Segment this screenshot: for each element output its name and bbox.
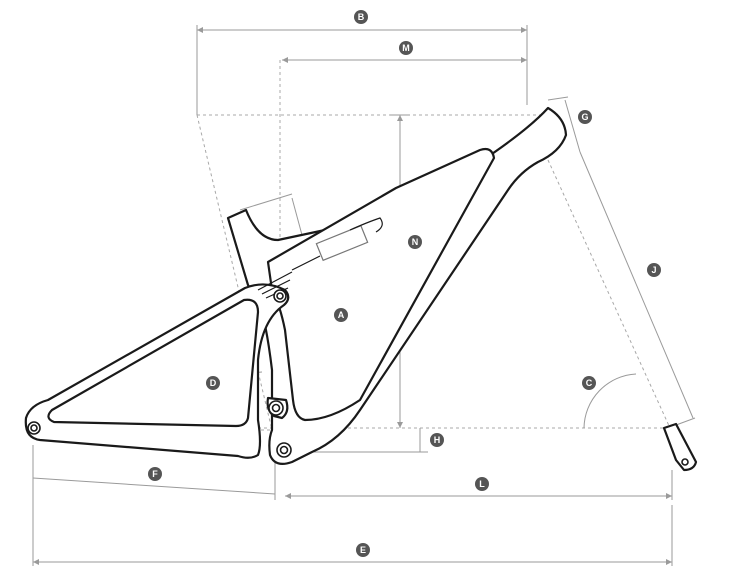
badge-label: C: [586, 378, 593, 388]
rear-shock: [315, 224, 369, 262]
fork-stub: [662, 422, 698, 472]
badge-E: E: [356, 543, 370, 557]
badge-label: J: [651, 265, 656, 275]
badge-L: L: [475, 477, 489, 491]
badge-H: H: [430, 433, 444, 447]
badge-label: D: [210, 378, 217, 388]
badge-label: B: [358, 12, 365, 22]
badge-label: M: [402, 43, 410, 53]
head-angle-arc: [583, 373, 637, 429]
badge-F: F: [148, 467, 162, 481]
rear-swingarm-window: [47, 298, 260, 428]
bike-frame: [24, 106, 698, 472]
badge-label: E: [360, 545, 366, 555]
badge-J: J: [647, 263, 661, 277]
badge-label: L: [479, 479, 485, 489]
badge-label: G: [581, 112, 588, 122]
badge-label: F: [152, 469, 158, 479]
badge-M: M: [399, 41, 413, 55]
front-triangle-window: [266, 147, 496, 422]
badge-label: H: [434, 435, 441, 445]
arrowheads: [33, 27, 672, 565]
badge-C: C: [582, 376, 596, 390]
badge-D: D: [206, 376, 220, 390]
badge-B: B: [354, 10, 368, 24]
badge-label: N: [412, 237, 419, 247]
badge-label: A: [338, 310, 345, 320]
shock-mount: [257, 271, 293, 291]
badge-G: G: [578, 110, 592, 124]
fork-axle-hole: [681, 458, 689, 466]
badge-A: A: [334, 308, 348, 322]
badge-N: N: [408, 235, 422, 249]
